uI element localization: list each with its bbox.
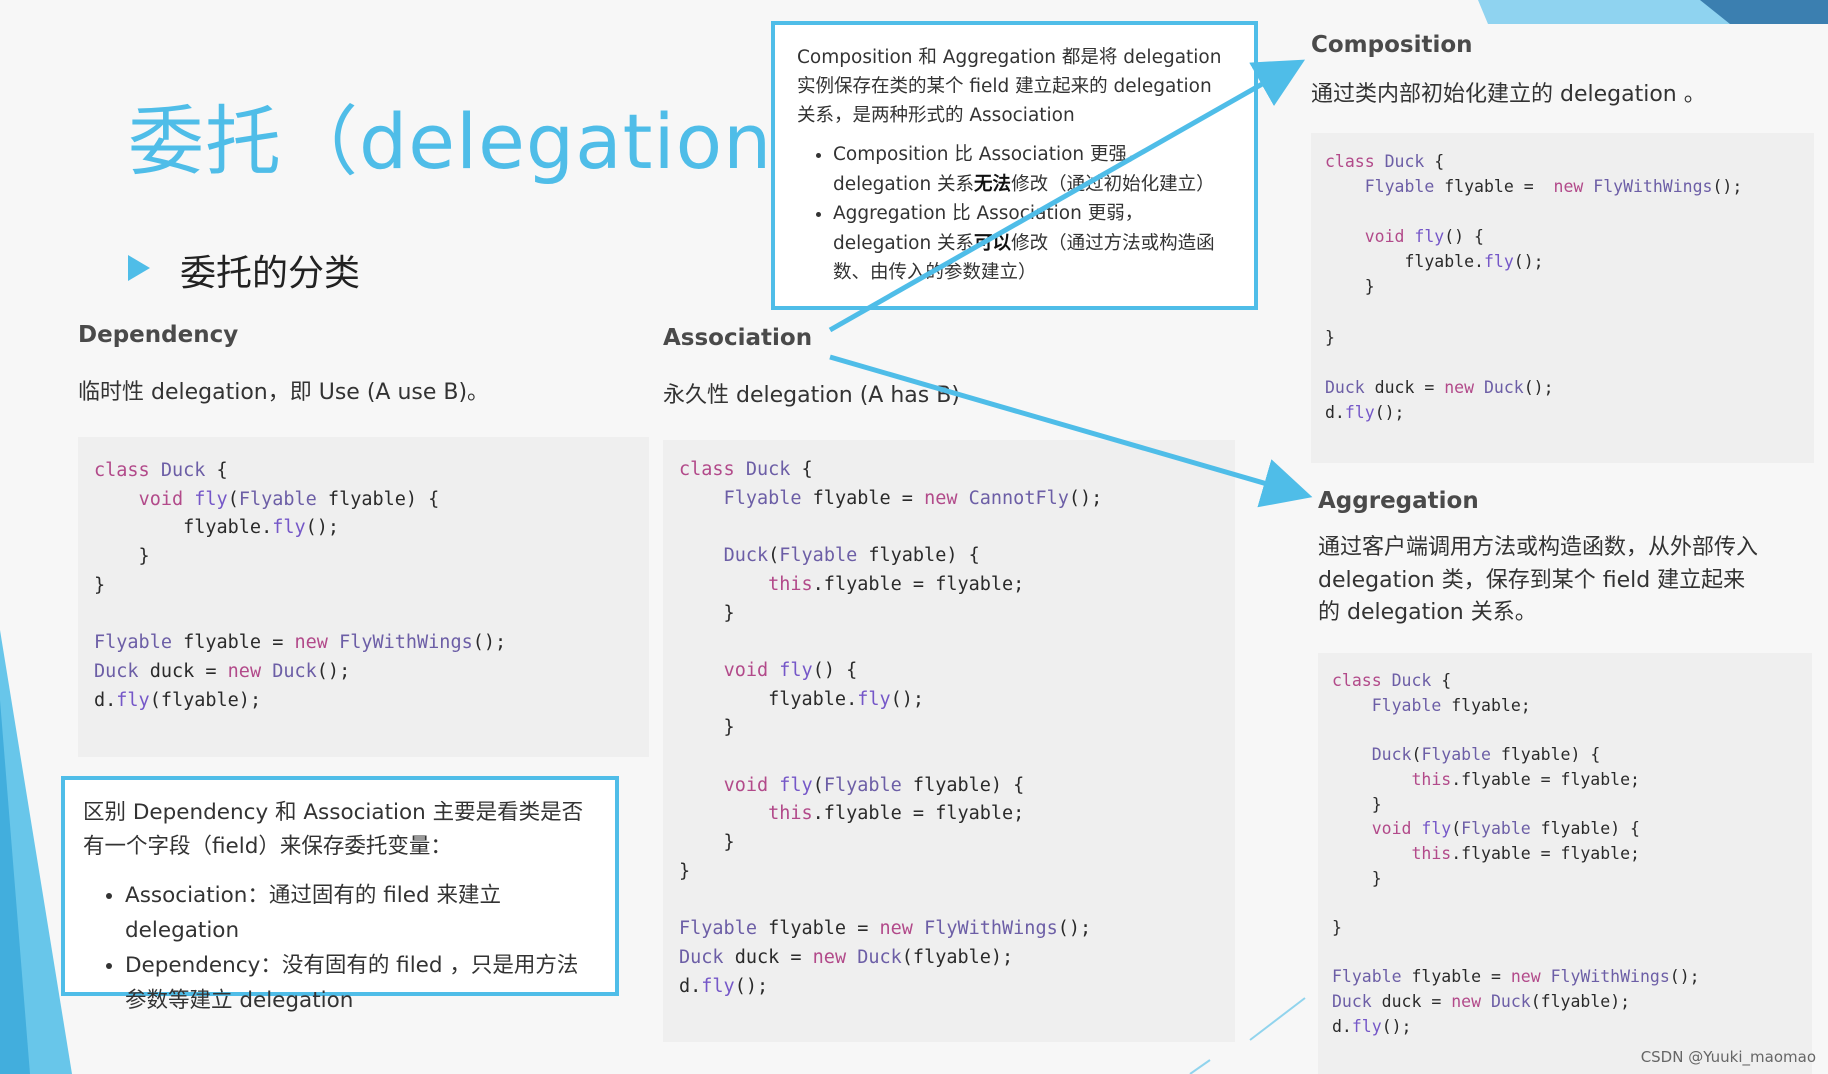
dependency-desc: 临时性 delegation，即 Use (A use B)。 <box>78 380 490 405</box>
code-line: Duck duck = new Duck(flyable); <box>1332 992 1631 1012</box>
code-line: Duck duck = new Duck(); <box>1325 377 1554 397</box>
code-line <box>1325 199 1800 224</box>
code-line <box>679 513 1219 542</box>
composition-heading: Composition <box>1311 32 1473 58</box>
code-line: class Duck { <box>94 460 228 481</box>
code-line <box>1325 350 1800 375</box>
code-line: } <box>1332 868 1382 888</box>
composition-desc: 通过类内部初始化建立的 delegation 。 <box>1311 82 1706 107</box>
aggregation-code-block: class Duck { Flyable flyable; Duck(Flyab… <box>1318 653 1812 1074</box>
faint-line <box>1249 997 1306 1041</box>
association-desc: 永久性 delegation (A has B) <box>663 383 960 408</box>
code-line: } <box>94 546 150 568</box>
code-line: } <box>1325 277 1375 297</box>
dependency-association-note: 区别 Dependency 和 Association 主要是看类是否有一个字段… <box>61 776 619 1013</box>
code-line: } <box>679 832 735 854</box>
code-line: Duck(Flyable flyable) { <box>1371 745 1601 765</box>
triangle-bullet-icon <box>128 255 150 281</box>
composition-aggregation-note: Composition 和 Aggregation 都是将 delegation… <box>771 21 1258 310</box>
code-line: flyable.fly(); <box>679 688 925 710</box>
aggregation-desc: 通过客户端调用方法或构造函数，从外部传入 delegation 类，保存到某个 … <box>1318 535 1759 625</box>
code-line: void fly() { <box>723 659 858 681</box>
note-bottom-item: Association：通过固有的 filed 来建立 delegation <box>125 878 597 948</box>
code-line: Flyable flyable = new FlyWithWings(); <box>94 632 507 654</box>
note-top-intro: Composition 和 Aggregation 都是将 delegation… <box>797 47 1222 126</box>
slide-subtitle: 委托的分类 <box>180 253 361 294</box>
code-line: Duck duck = new Duck(); <box>94 660 351 682</box>
code-line: this.flyable = flyable; <box>768 803 1025 825</box>
composition-code-block: class Duck { Flyable flyable = new FlyWi… <box>1311 133 1814 463</box>
note-top-item: Aggregation 比 Association 更弱， delegation… <box>833 199 1232 288</box>
note-bottom-intro: 区别 Dependency 和 Association 主要是看类是否有一个字段… <box>83 800 584 859</box>
code-line: } <box>1332 794 1382 814</box>
code-line: this.flyable = flyable; <box>1411 769 1640 789</box>
top-right-band-dark <box>1700 0 1828 24</box>
code-line: void fly() { <box>1364 227 1484 247</box>
note-bottom-list: Association：通过固有的 filed 来建立 delegation D… <box>83 878 597 1018</box>
left-corner-shape-dark <box>0 700 30 1074</box>
code-line: } <box>679 717 735 739</box>
dependency-code-block: class Duck { void fly(Flyable flyable) {… <box>78 437 649 757</box>
code-line: void fly(Flyable flyable) { <box>1371 819 1640 839</box>
code-line: Flyable flyable; <box>1371 695 1531 715</box>
code-line <box>679 887 1219 916</box>
association-heading: Association <box>663 325 813 351</box>
association-code-block: class Duck { Flyable flyable = new Canno… <box>663 440 1235 1042</box>
code-line: d.fly(); <box>1325 402 1405 422</box>
code-line: flyable.fly(); <box>94 517 340 539</box>
code-line: Duck(Flyable flyable) { <box>723 545 980 567</box>
code-line: class Duck { <box>1332 671 1452 690</box>
code-line: } <box>94 574 106 596</box>
code-line: flyable.fly(); <box>1325 252 1544 272</box>
code-line <box>1332 941 1798 966</box>
note-bottom-item: Dependency：没有固有的 filed ，只是用方法参数等建立 deleg… <box>125 948 597 1018</box>
code-line: d.fly(flyable); <box>94 689 262 711</box>
code-line: } <box>679 860 691 882</box>
top-right-band-light <box>1478 0 1828 24</box>
watermark: CSDN @Yuuki_maomao <box>1640 1048 1816 1066</box>
code-line: d.fly(); <box>679 975 769 997</box>
slide-title: 委托（delegation） <box>128 97 850 186</box>
code-line: } <box>679 602 735 624</box>
code-line: Flyable flyable = new FlyWithWings(); <box>679 918 1092 940</box>
code-line: Flyable flyable = new FlyWithWings(); <box>1364 177 1743 197</box>
dependency-heading: Dependency <box>78 322 239 348</box>
code-line: class Duck { <box>1325 152 1445 171</box>
code-line: class Duck { <box>679 459 813 480</box>
code-line: Duck duck = new Duck(flyable); <box>679 946 1014 968</box>
note-top-item: Composition 比 Association 更强， delegation… <box>833 140 1232 199</box>
code-line: } <box>1325 327 1335 347</box>
note-top-list: Composition 比 Association 更强， delegation… <box>797 140 1232 288</box>
code-line: void fly(Flyable flyable) { <box>723 774 1025 796</box>
code-line <box>679 743 1219 772</box>
code-line <box>1325 300 1800 325</box>
code-line: this.flyable = flyable; <box>768 573 1025 595</box>
code-line <box>94 601 633 630</box>
code-line <box>1332 718 1798 743</box>
code-line: d.fly(); <box>1332 1016 1412 1036</box>
code-line <box>679 628 1219 657</box>
aggregation-heading: Aggregation <box>1318 488 1479 514</box>
code-line: Flyable flyable = new CannotFly(); <box>723 487 1103 509</box>
code-line: this.flyable = flyable; <box>1411 843 1640 863</box>
faint-line-2 <box>1189 1059 1211 1074</box>
code-line: Flyable flyable = new FlyWithWings(); <box>1332 967 1700 987</box>
code-line: } <box>1332 918 1342 938</box>
code-line <box>1332 891 1798 916</box>
code-line: void fly(Flyable flyable) { <box>138 488 440 510</box>
